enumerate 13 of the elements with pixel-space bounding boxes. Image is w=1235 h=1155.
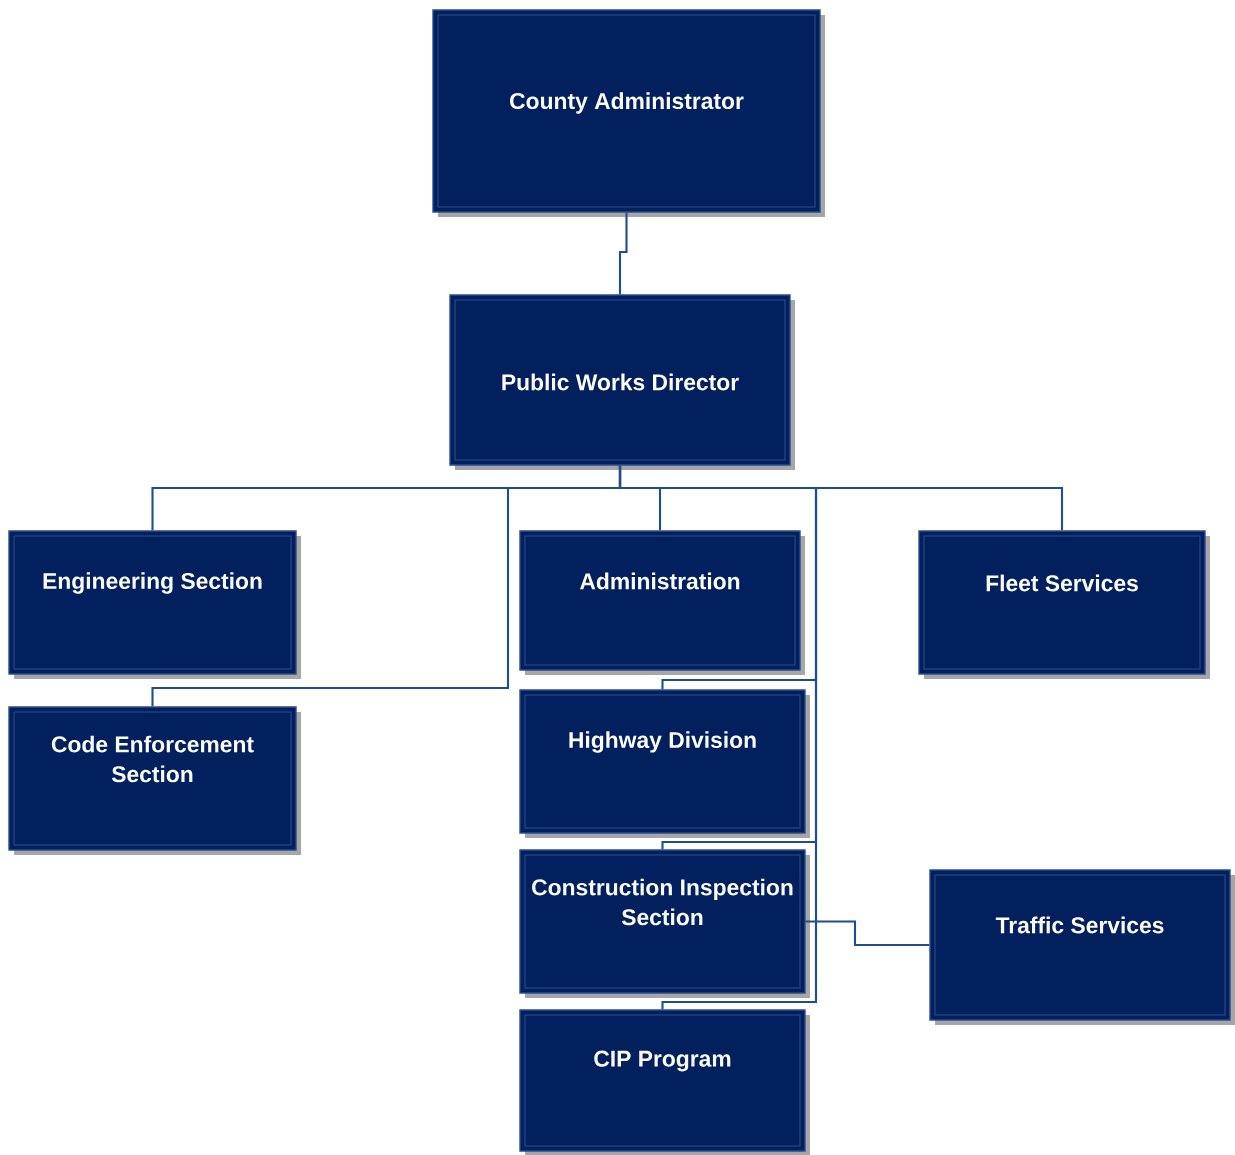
connector-line [805, 920, 930, 947]
org-box: Fleet Services [918, 530, 1210, 679]
org-box: Public Works Director [449, 294, 795, 470]
org-box: Administration [519, 530, 805, 675]
org-box: CIP Program [519, 1009, 810, 1155]
org-box: Code Enforcement Section [8, 706, 301, 855]
connector-line [618, 465, 818, 1010]
connector-line [618, 212, 628, 295]
org-box: County Administrator [432, 9, 825, 217]
org-box: Engineering Section [8, 530, 301, 679]
org-box: Traffic Services [929, 869, 1235, 1025]
org-box: Construction Inspection Section [519, 849, 810, 998]
org-box: Highway Division [519, 689, 810, 838]
